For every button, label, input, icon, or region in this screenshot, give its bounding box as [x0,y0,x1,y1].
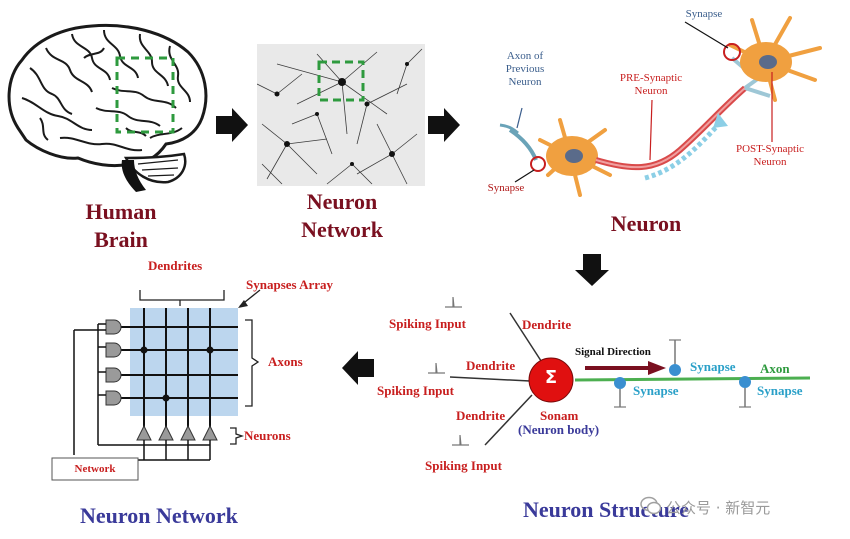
arrow-right-icon [216,108,248,142]
human-brain-caption-line1: Human [85,199,157,224]
spiking-input-label-1: Spiking Input [389,316,466,331]
axon-label: Axon [760,361,790,376]
dendrite-label-1: Dendrite [522,317,572,332]
brain-icon [7,23,208,192]
neuron-micrograph [257,44,425,186]
neuron-network-caption-line2: Network [301,217,383,242]
spiking-input-label-3: Spiking Input [425,458,502,473]
post-synaptic-label-2: Neuron [753,156,787,168]
arrow-left-icon [342,351,374,385]
neurons-label: Neurons [244,428,291,443]
synapse-label-3: Synapse [757,383,803,398]
post-synaptic-label-1: POST-Synaptic [735,143,805,155]
watermark-text: 公众号 · 新智元 [666,499,771,517]
neuron-illustration [499,16,822,197]
axons-label: Axons [268,354,303,369]
synapse-left-label: Synapse [487,182,525,194]
dendrite-label-2: Dendrite [466,358,516,373]
signal-direction-label: Signal Direction [575,346,651,358]
neuron-caption: Neuron [610,211,682,236]
soma-sub-label: (Neuron body) [518,422,600,437]
neuron-network-caption-line1: Neuron [306,189,378,214]
axon-previous-label-1: Axon of [506,50,544,62]
arrow-right-icon [428,108,460,142]
wechat-icon [640,496,662,515]
neuron-structure-diagram [428,296,811,446]
pre-synaptic-label-1: PRE-Synaptic [619,72,683,84]
synapses-array-label: Synapses Array [246,277,334,292]
sigma-symbol: Σ [544,367,558,388]
neuron-network-diagram [51,289,261,481]
human-brain-caption-line2: Brain [94,227,148,252]
neuron-structure-caption: Neuron Structure [523,497,690,522]
neuron-network-caption: Neuron Network [80,503,238,528]
network-box-label: Network [74,463,116,475]
pre-synaptic-label-2: Neuron [634,85,668,97]
dendrites-label: Dendrites [148,258,203,273]
axon-previous-label-3: Neuron [508,76,542,88]
soma-name-label: Sonam [540,408,579,423]
synapse-label-2: Synapse [633,383,679,398]
arrow-down-icon [575,254,609,286]
synapse-label-1: Synapse [690,359,736,374]
synapse-top-label: Synapse [685,8,723,20]
axon-previous-label-2: Previous [505,63,545,75]
dendrite-label-3: Dendrite [456,408,506,423]
spiking-input-label-2: Spiking Input [377,383,454,398]
